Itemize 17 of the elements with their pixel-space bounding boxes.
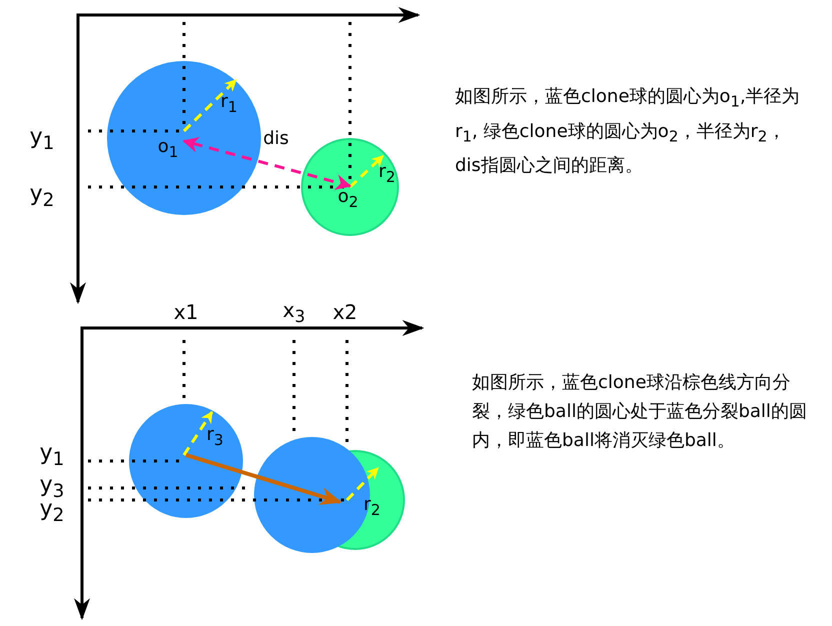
axis-label: y$_{1}$ (40, 442, 64, 470)
distance-label: dis (263, 130, 289, 148)
axis-label: x1 (174, 302, 198, 322)
radius-label: r$_{1}$ (220, 93, 238, 115)
axis-label: y$_{3}$ (40, 474, 64, 502)
description-text: 如图所示，蓝色clone球的圆心为o$_{1}$,半径为r$_{1}$, 绿色clone球的圆心为o$_{2}$，半径为r$_{2}$，dis指圆心之间的距离。 (455, 85, 801, 178)
center-label: o$_{2}$ (338, 188, 358, 210)
axis-label: y$_{1}$ (30, 126, 54, 154)
description-text: 如图所示，蓝色clone球沿棕色线方向分裂，绿色ball的圆心处于蓝色分裂ball的圆内，即蓝色ball将消灭绿色ball。 (472, 371, 808, 453)
axis-label: y$_{2}$ (40, 498, 64, 526)
radius-label: r$_{3}$ (206, 426, 224, 448)
radius-label: r$_{2}$ (364, 496, 380, 518)
axis-label: y$_{2}$ (30, 184, 54, 210)
axis-label: x$_{3}$ (282, 300, 306, 326)
radius-label: r$_{2}$ (378, 163, 396, 185)
axis-label: x2 (332, 302, 358, 322)
center-label: o$_{1}$ (158, 138, 178, 160)
